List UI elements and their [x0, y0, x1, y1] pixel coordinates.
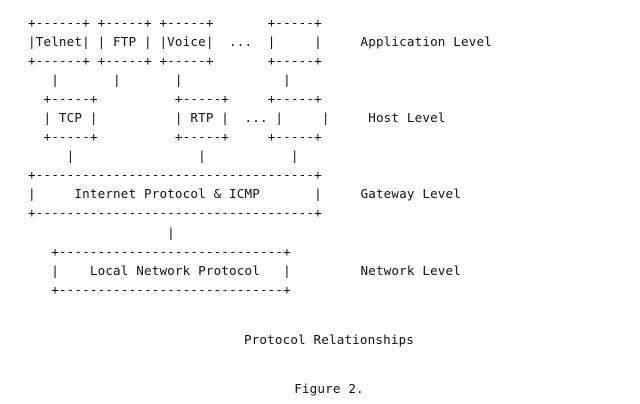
- figure-title: Protocol Relationships: [243, 332, 415, 347]
- figure-caption-block: Protocol Relationships Figure 2.: [0, 330, 640, 398]
- figure-number: Figure 2.: [294, 381, 364, 397]
- ascii-diagram: +------+ +-----+ +-----+ +-----+ |Telnet…: [28, 15, 492, 297]
